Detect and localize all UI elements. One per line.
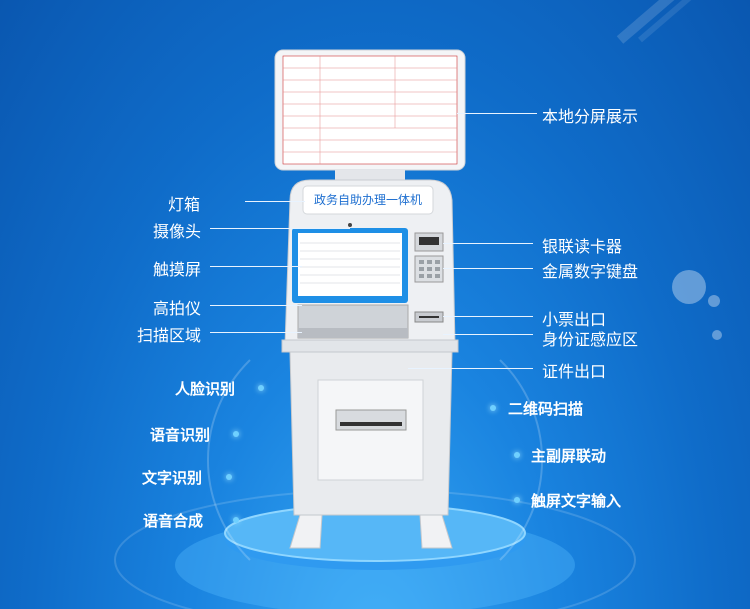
- label-scan-area: 扫描区域: [137, 326, 202, 345]
- label-certificate-outlet: 证件出口: [542, 362, 607, 381]
- feature-dot: [258, 385, 264, 391]
- label-lightbox: 灯箱: [168, 195, 201, 214]
- label-document-camera: 高拍仪: [153, 299, 202, 318]
- label-local-split-screen: 本地分屏展示: [542, 107, 639, 126]
- feature-dot: [233, 517, 239, 523]
- feature-text-recognition: 文字识别: [142, 469, 203, 487]
- feature-dual-screen-link: 主副屏联动: [531, 447, 607, 465]
- lightbox-text: 政务自助办理一体机: [314, 193, 423, 207]
- leader-line: [210, 228, 350, 229]
- leader-line: [210, 332, 302, 333]
- leader-line: [443, 268, 533, 269]
- leader-line: [443, 334, 533, 335]
- bubble-decoration: [712, 330, 722, 340]
- feature-qr-scan: 二维码扫描: [508, 400, 584, 418]
- label-touchscreen: 触摸屏: [153, 260, 202, 279]
- leader-line: [210, 305, 302, 306]
- feature-touch-text-input: 触屏文字输入: [531, 492, 622, 510]
- leader-line: [408, 368, 533, 369]
- feature-dot: [514, 452, 520, 458]
- label-id-card-sensor: 身份证感应区: [542, 330, 639, 349]
- leader-line: [210, 266, 302, 267]
- leader-line: [443, 316, 533, 317]
- label-receipt-outlet: 小票出口: [542, 310, 607, 329]
- label-unionpay-card-reader: 银联读卡器: [542, 237, 623, 256]
- feature-face-recognition: 人脸识别: [175, 380, 236, 398]
- label-metal-keypad: 金属数字键盘: [542, 262, 639, 281]
- leader-line: [457, 113, 537, 114]
- bubble-decoration: [672, 270, 706, 304]
- feature-voice-recognition: 语音识别: [150, 426, 211, 444]
- label-camera: 摄像头: [153, 222, 202, 241]
- feature-dot: [233, 431, 239, 437]
- bubble-decoration: [708, 295, 720, 307]
- feature-dot: [490, 405, 496, 411]
- feature-dot: [226, 474, 232, 480]
- feature-dot: [514, 497, 520, 503]
- leader-line: [443, 243, 533, 244]
- feature-speech-synthesis: 语音合成: [143, 512, 204, 530]
- leader-line: [245, 201, 305, 202]
